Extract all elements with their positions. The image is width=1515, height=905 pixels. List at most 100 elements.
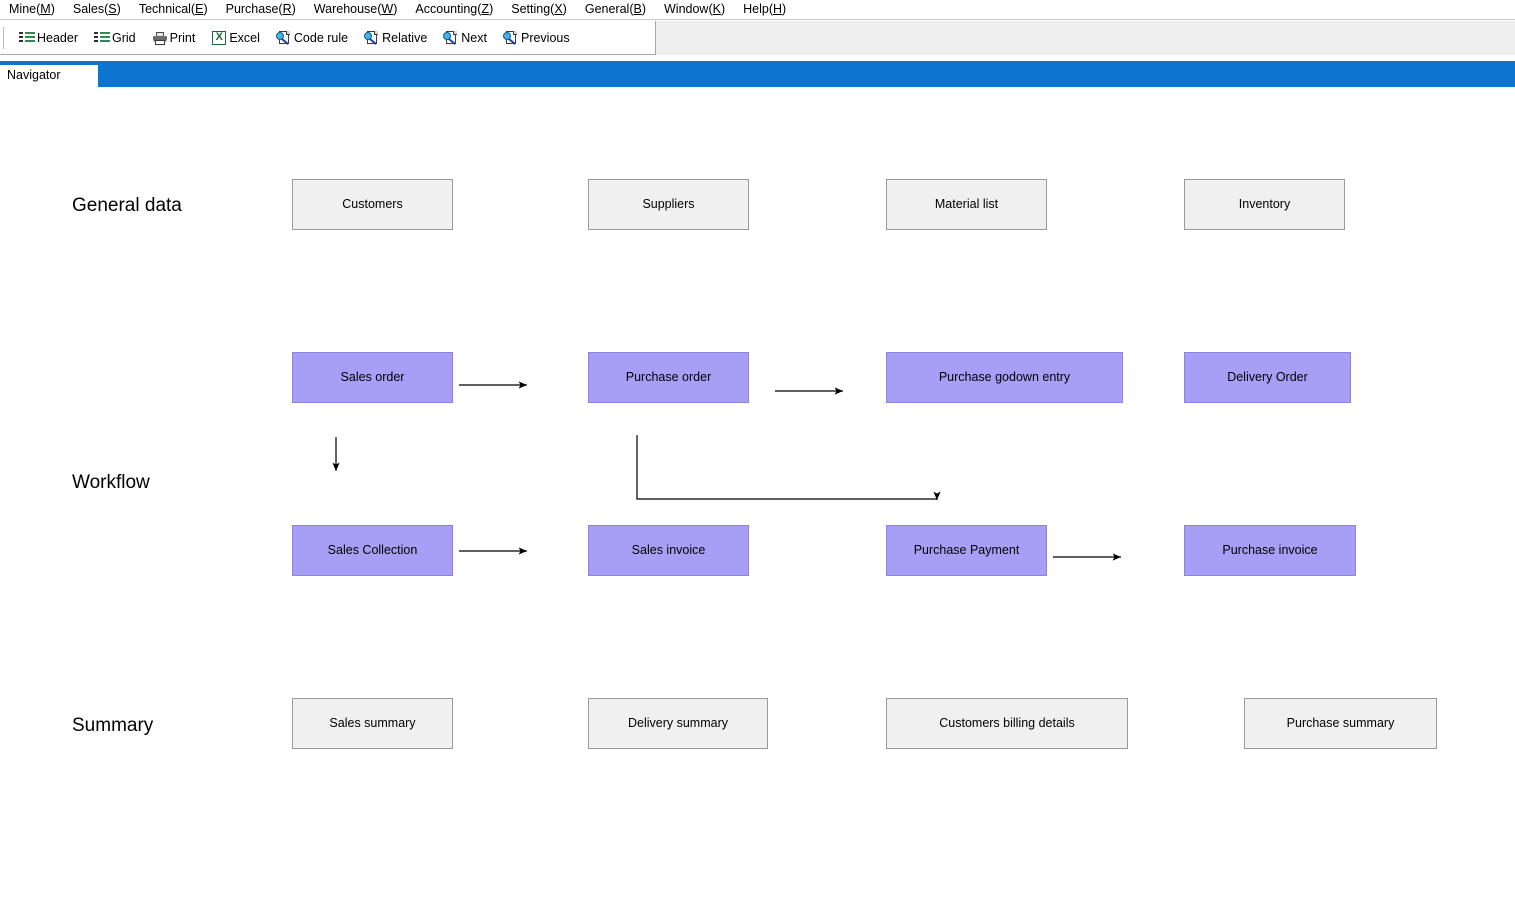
section-label-workflow: Workflow [72, 472, 150, 493]
toolbar-button-next[interactable]: Next [435, 25, 495, 51]
connector-sales-order-to-purchase-order [451, 377, 539, 397]
diagram-node-label: Purchase Payment [913, 542, 1020, 557]
menu-item-accesskey: R [282, 1, 292, 16]
toolbar-button-grid[interactable]: Grid [86, 25, 144, 51]
diagram-node-label: Sales order [340, 369, 405, 384]
printer-icon [152, 30, 168, 46]
connector-sales-order-to-sales-collection [328, 429, 348, 483]
toolbar-button-label: Code rule [293, 30, 349, 45]
menu-item-general[interactable]: General(B) [576, 1, 655, 19]
menu-item-label: Setting( [511, 1, 555, 16]
tab-strip: Navigator [0, 61, 1515, 87]
menu-item-label: Accounting( [415, 1, 482, 16]
diagram-node-label: Sales Collection [327, 542, 418, 557]
diagram-node-delivery-order[interactable]: Delivery Order [1184, 352, 1351, 403]
menu-item-help[interactable]: Help(H) [734, 1, 795, 19]
page-search-icon [364, 30, 380, 46]
list-icon [94, 30, 110, 46]
toolbar-button-print[interactable]: Print [144, 25, 204, 51]
menu-item-accesskey: H [773, 1, 783, 16]
menu-item-label-tail: ) [116, 1, 121, 16]
toolbar-button-relative[interactable]: Relative [356, 25, 435, 51]
menu-item-accesskey: B [633, 1, 642, 16]
diagram-node-purchase-summary[interactable]: Purchase summary [1244, 698, 1437, 749]
menu-item-technical[interactable]: Technical(E) [130, 1, 217, 19]
menu-item-label-tail: ) [562, 1, 567, 16]
toolbar-button-label: Grid [112, 30, 136, 45]
connector-purchase-payment-to-purchase-invoice [1045, 549, 1133, 569]
diagram-node-sales-invoice[interactable]: Sales invoice [588, 525, 749, 576]
toolbar-button-header[interactable]: Header [11, 25, 86, 51]
diagram-node-label: Material list [934, 196, 999, 211]
tab-navigator[interactable]: Navigator [0, 65, 98, 87]
diagram-node-label: Purchase invoice [1222, 542, 1318, 557]
toolbar-button-label: Relative [382, 30, 428, 45]
page-search-icon [275, 30, 292, 46]
toolbar-button-previous[interactable]: Previous [495, 25, 578, 51]
tab-navigator-label: Navigator [7, 68, 61, 82]
menu-item-accesskey: X [554, 1, 563, 16]
page-search-icon [502, 30, 519, 46]
menu-item-label-tail: ) [393, 1, 398, 16]
menu-bar: Mine(M)Sales(S)Technical(E)Purchase(R)Wa… [0, 0, 1515, 20]
menu-item-setting[interactable]: Setting(X) [502, 1, 576, 19]
diagram-node-suppliers[interactable]: Suppliers [588, 179, 749, 230]
toolbar-button-code-rule[interactable]: Code rule [268, 25, 356, 51]
section-label-summary: Summary [72, 715, 154, 736]
diagram-node-purchase-godown-entry[interactable]: Purchase godown entry [886, 352, 1123, 403]
toolbar-button-label: Excel [229, 30, 260, 45]
menu-item-purchase[interactable]: Purchase(R) [217, 1, 305, 19]
connector-sales-collection-to-sales-invoice [451, 543, 539, 563]
toolbar-button-label: Print [169, 30, 196, 45]
menu-item-label-tail: ) [641, 1, 646, 16]
diagram-node-label: Sales invoice [631, 542, 706, 557]
menu-item-label: Technical( [138, 1, 196, 16]
connector-purchase-order-to-godown-entry [767, 383, 855, 403]
menu-item-accesskey: W [381, 1, 394, 16]
toolbar-button-label: Header [37, 30, 78, 45]
excel-icon: X [211, 30, 227, 46]
menu-item-window[interactable]: Window(K) [655, 1, 734, 19]
menu-item-label-tail: ) [50, 1, 55, 16]
menu-item-label: Mine( [9, 1, 41, 16]
diagram-node-label: Purchase summary [1286, 715, 1395, 730]
diagram-node-label: Delivery summary [627, 715, 728, 730]
page-search-icon [443, 30, 459, 46]
diagram-node-label: Purchase godown entry [938, 369, 1071, 384]
diagram-node-label: Customers [342, 196, 403, 211]
diagram-node-purchase-payment[interactable]: Purchase Payment [886, 525, 1047, 576]
diagram-node-customers-billing-details[interactable]: Customers billing details [886, 698, 1128, 749]
menu-item-label-tail: ) [291, 1, 296, 16]
menu-item-warehouse[interactable]: Warehouse(W) [305, 1, 407, 19]
menu-item-accesskey: Z [481, 1, 490, 16]
menu-item-label-tail: ) [489, 1, 494, 16]
diagram-node-label: Delivery Order [1227, 369, 1308, 384]
diagram-node-sales-summary[interactable]: Sales summary [292, 698, 453, 749]
menu-item-accesskey: K [712, 1, 721, 16]
menu-item-label-tail: ) [720, 1, 726, 16]
menu-item-label: Help( [743, 1, 774, 16]
diagram-node-purchase-invoice[interactable]: Purchase invoice [1184, 525, 1356, 576]
diagram-node-inventory[interactable]: Inventory [1184, 179, 1345, 230]
toolbar-grip[interactable] [3, 26, 7, 49]
menu-item-accesskey: S [108, 1, 117, 16]
menu-item-accounting[interactable]: Accounting(Z) [406, 1, 502, 19]
diagram-node-purchase-order[interactable]: Purchase order [588, 352, 749, 403]
diagram-node-delivery-summary[interactable]: Delivery summary [588, 698, 768, 749]
menu-item-mine[interactable]: Mine(M) [0, 1, 64, 19]
list-icon [19, 30, 35, 46]
diagram-node-material-list[interactable]: Material list [886, 179, 1047, 230]
diagram-node-customers[interactable]: Customers [292, 179, 453, 230]
menu-item-sales[interactable]: Sales(S) [64, 1, 130, 19]
toolbar-button-label: Next [461, 30, 487, 45]
menu-item-accesskey: E [195, 1, 204, 16]
menu-item-label: Purchase( [225, 1, 283, 16]
diagram-node-sales-collection[interactable]: Sales Collection [292, 525, 453, 576]
menu-item-label: Sales( [72, 1, 109, 16]
diagram-node-sales-order[interactable]: Sales order [292, 352, 453, 403]
diagram-node-label: Sales summary [329, 715, 416, 730]
